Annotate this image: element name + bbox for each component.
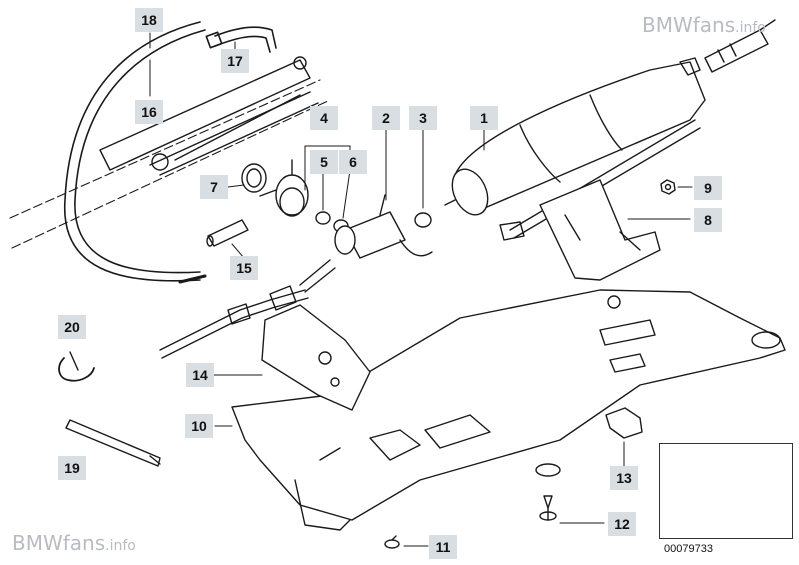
callout-17: 17 <box>221 49 249 73</box>
hex-nut <box>660 179 676 195</box>
small-screw <box>384 535 400 549</box>
callout-8: 8 <box>694 208 722 232</box>
seal-ring <box>414 212 432 228</box>
rear-fuel-line <box>499 119 701 241</box>
callout-3: 3 <box>409 106 437 130</box>
watermark-top: BMWfans.info <box>642 13 766 37</box>
callout-20: 20 <box>58 315 86 339</box>
callout-1: 1 <box>470 106 498 130</box>
callout-10: 10 <box>185 414 213 438</box>
callout-6: 6 <box>339 150 367 174</box>
callout-12: 12 <box>608 512 636 536</box>
floor-outline <box>9 79 331 249</box>
callout-16: 16 <box>135 100 163 124</box>
callout-9: 9 <box>694 176 722 200</box>
watermark-suffix: .info <box>735 20 766 36</box>
pressure-regulator <box>259 159 309 217</box>
fuel-filter <box>444 57 706 216</box>
leader-lines <box>149 32 693 547</box>
valve-block <box>299 194 433 293</box>
supply-line <box>159 285 309 359</box>
callout-18: 18 <box>135 8 163 32</box>
callout-4: 4 <box>310 106 338 130</box>
callout-15: 15 <box>230 256 258 280</box>
callout-7: 7 <box>200 175 228 199</box>
callout-5: 5 <box>310 150 338 174</box>
holder-ring <box>241 163 267 193</box>
hose-clamp <box>58 351 95 382</box>
cover-plate <box>261 304 371 411</box>
callout-13: 13 <box>610 466 638 490</box>
diagram-number: 00079733 <box>664 543 713 555</box>
watermark-brand: BMWfans <box>642 13 736 37</box>
callout-19: 19 <box>58 456 86 480</box>
underbody-shield <box>231 289 786 531</box>
screw <box>539 495 557 521</box>
watermark-bottom: BMWfans.info <box>12 531 136 555</box>
callout-14: 14 <box>186 363 214 387</box>
fuel-line-bundle <box>99 56 319 176</box>
filter-bracket <box>539 179 661 281</box>
vent-hose <box>205 26 277 53</box>
callout-2: 2 <box>372 106 400 130</box>
cable-tie <box>65 419 161 467</box>
vehicle-locator-inset <box>659 443 793 539</box>
watermark-brand: BMWfans <box>12 531 106 555</box>
hose-section <box>206 219 249 247</box>
callout-11: 11 <box>429 535 457 559</box>
watermark-suffix: .info <box>105 538 136 554</box>
return-hose <box>64 21 207 284</box>
clip <box>605 407 643 439</box>
quick-connector <box>704 19 776 73</box>
